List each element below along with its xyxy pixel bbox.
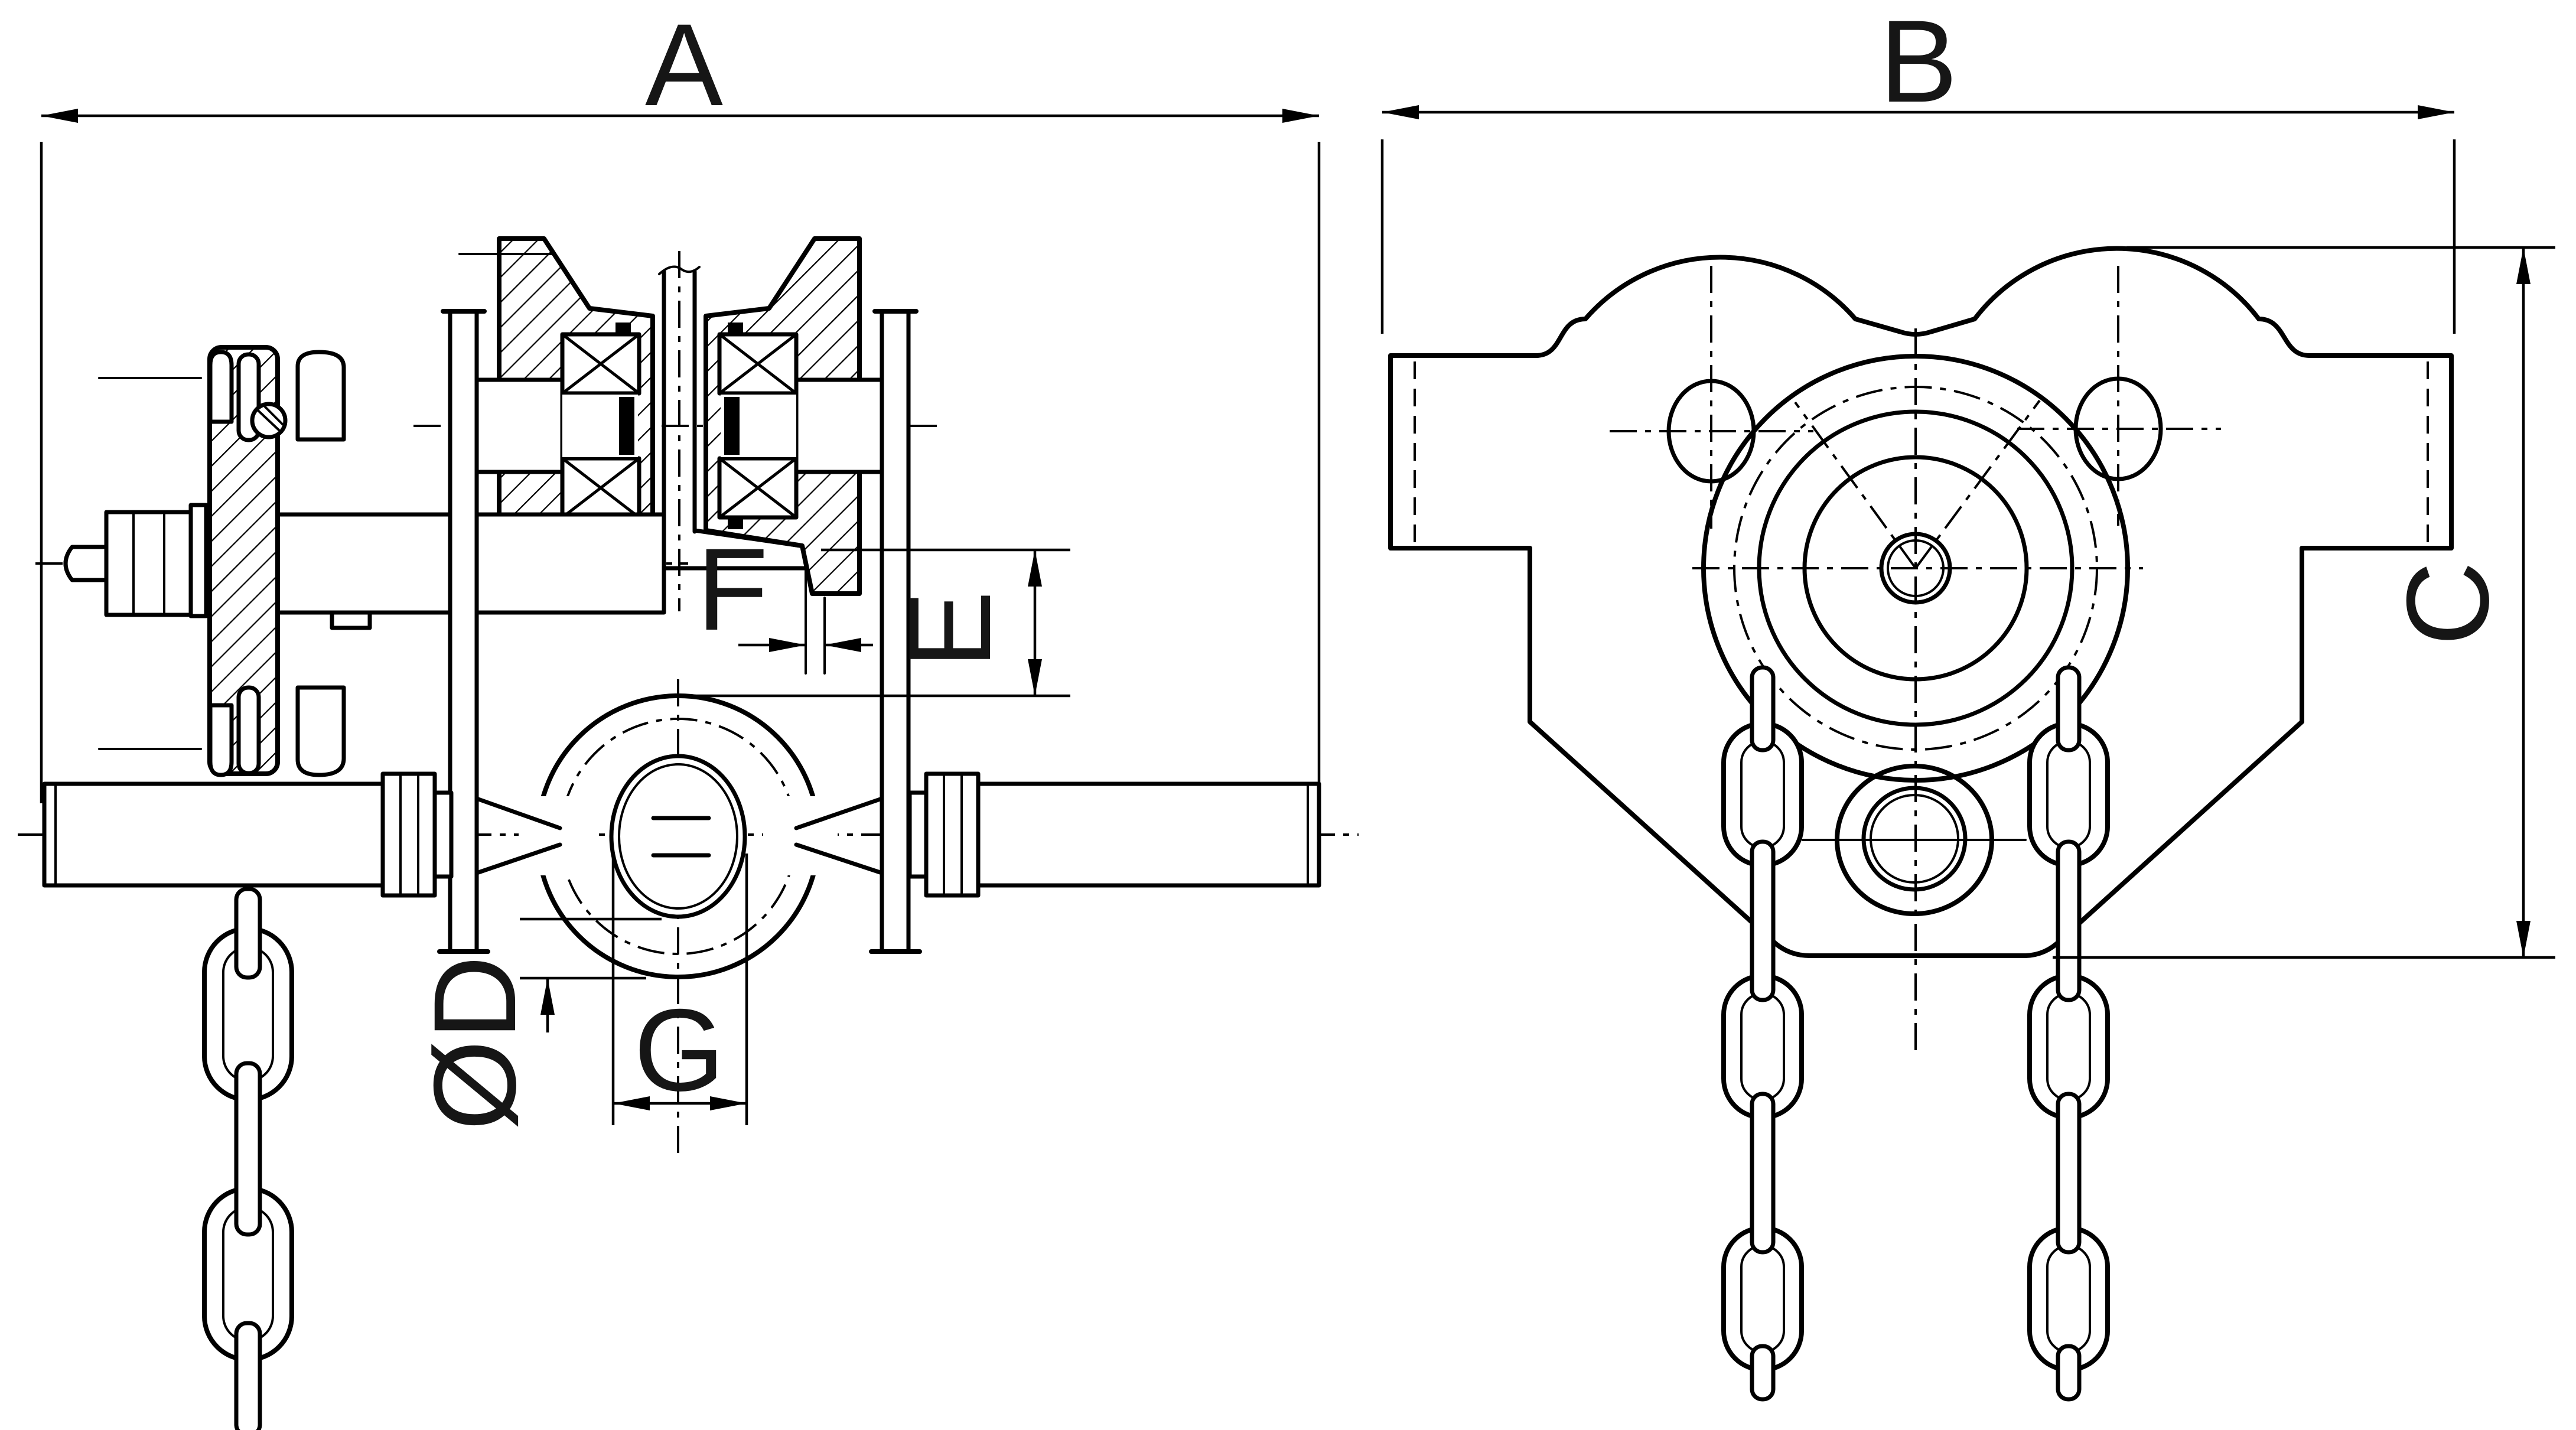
hand-chain-right <box>2027 665 2110 1402</box>
front-view-centerlines <box>1610 266 2221 1057</box>
load-chain <box>202 887 294 1430</box>
dim-a: A <box>40 0 1321 803</box>
shaft-bore <box>1879 532 1952 605</box>
axle-nut <box>104 510 193 617</box>
hand-chain-wheel <box>98 345 346 777</box>
side-plate-right <box>880 309 911 954</box>
dim-b: B <box>1380 0 2456 334</box>
chain-guide-prong <box>208 350 234 424</box>
wheel-axle-left <box>474 377 565 474</box>
axle-washer <box>188 503 209 618</box>
wheel-axle-right <box>794 377 884 474</box>
eye-hole <box>609 754 747 919</box>
chain-link-narrow <box>234 1321 262 1430</box>
bolt-head <box>63 545 109 582</box>
chain-link-narrow <box>234 887 262 980</box>
suspension-eye-front <box>1802 764 2027 916</box>
side-view <box>18 236 1359 1430</box>
shaft-nut-right <box>924 771 981 898</box>
axle-bolt-assembly <box>63 503 209 618</box>
dim-label-c: C <box>2382 562 2513 646</box>
hand-chain-left <box>1721 665 1804 1402</box>
chain-guide-prong <box>208 703 234 777</box>
side-plate-left <box>448 309 479 954</box>
dim-g: G <box>611 854 748 1125</box>
dim-d: ØD <box>409 917 662 1131</box>
front-view <box>1388 246 2454 1402</box>
chain-link-narrow <box>234 1061 262 1237</box>
track-wheel-right <box>704 236 884 596</box>
dim-label-d: ØD <box>409 956 540 1131</box>
dim-e: E <box>685 548 1070 698</box>
dimensions: A B C E <box>40 0 2555 1131</box>
dim-f: F <box>697 524 873 675</box>
dim-label-e: E <box>884 591 1015 669</box>
suspension-eye <box>474 693 884 979</box>
dim-label-f: F <box>697 524 768 654</box>
side-plates <box>437 309 922 954</box>
dim-label-a: A <box>645 0 723 130</box>
wheel-axle-bosses <box>1666 376 2163 484</box>
dim-label-g: G <box>634 985 725 1115</box>
suspension-shaft <box>42 771 1321 898</box>
dim-label-b: B <box>1880 0 1958 126</box>
dim-c: C <box>2053 246 2555 959</box>
chain-guide-prong <box>295 685 346 777</box>
chain-guide-prong <box>295 350 346 442</box>
chainwheel-front-circles <box>1701 354 2130 783</box>
shaft-nut-left <box>380 771 437 898</box>
